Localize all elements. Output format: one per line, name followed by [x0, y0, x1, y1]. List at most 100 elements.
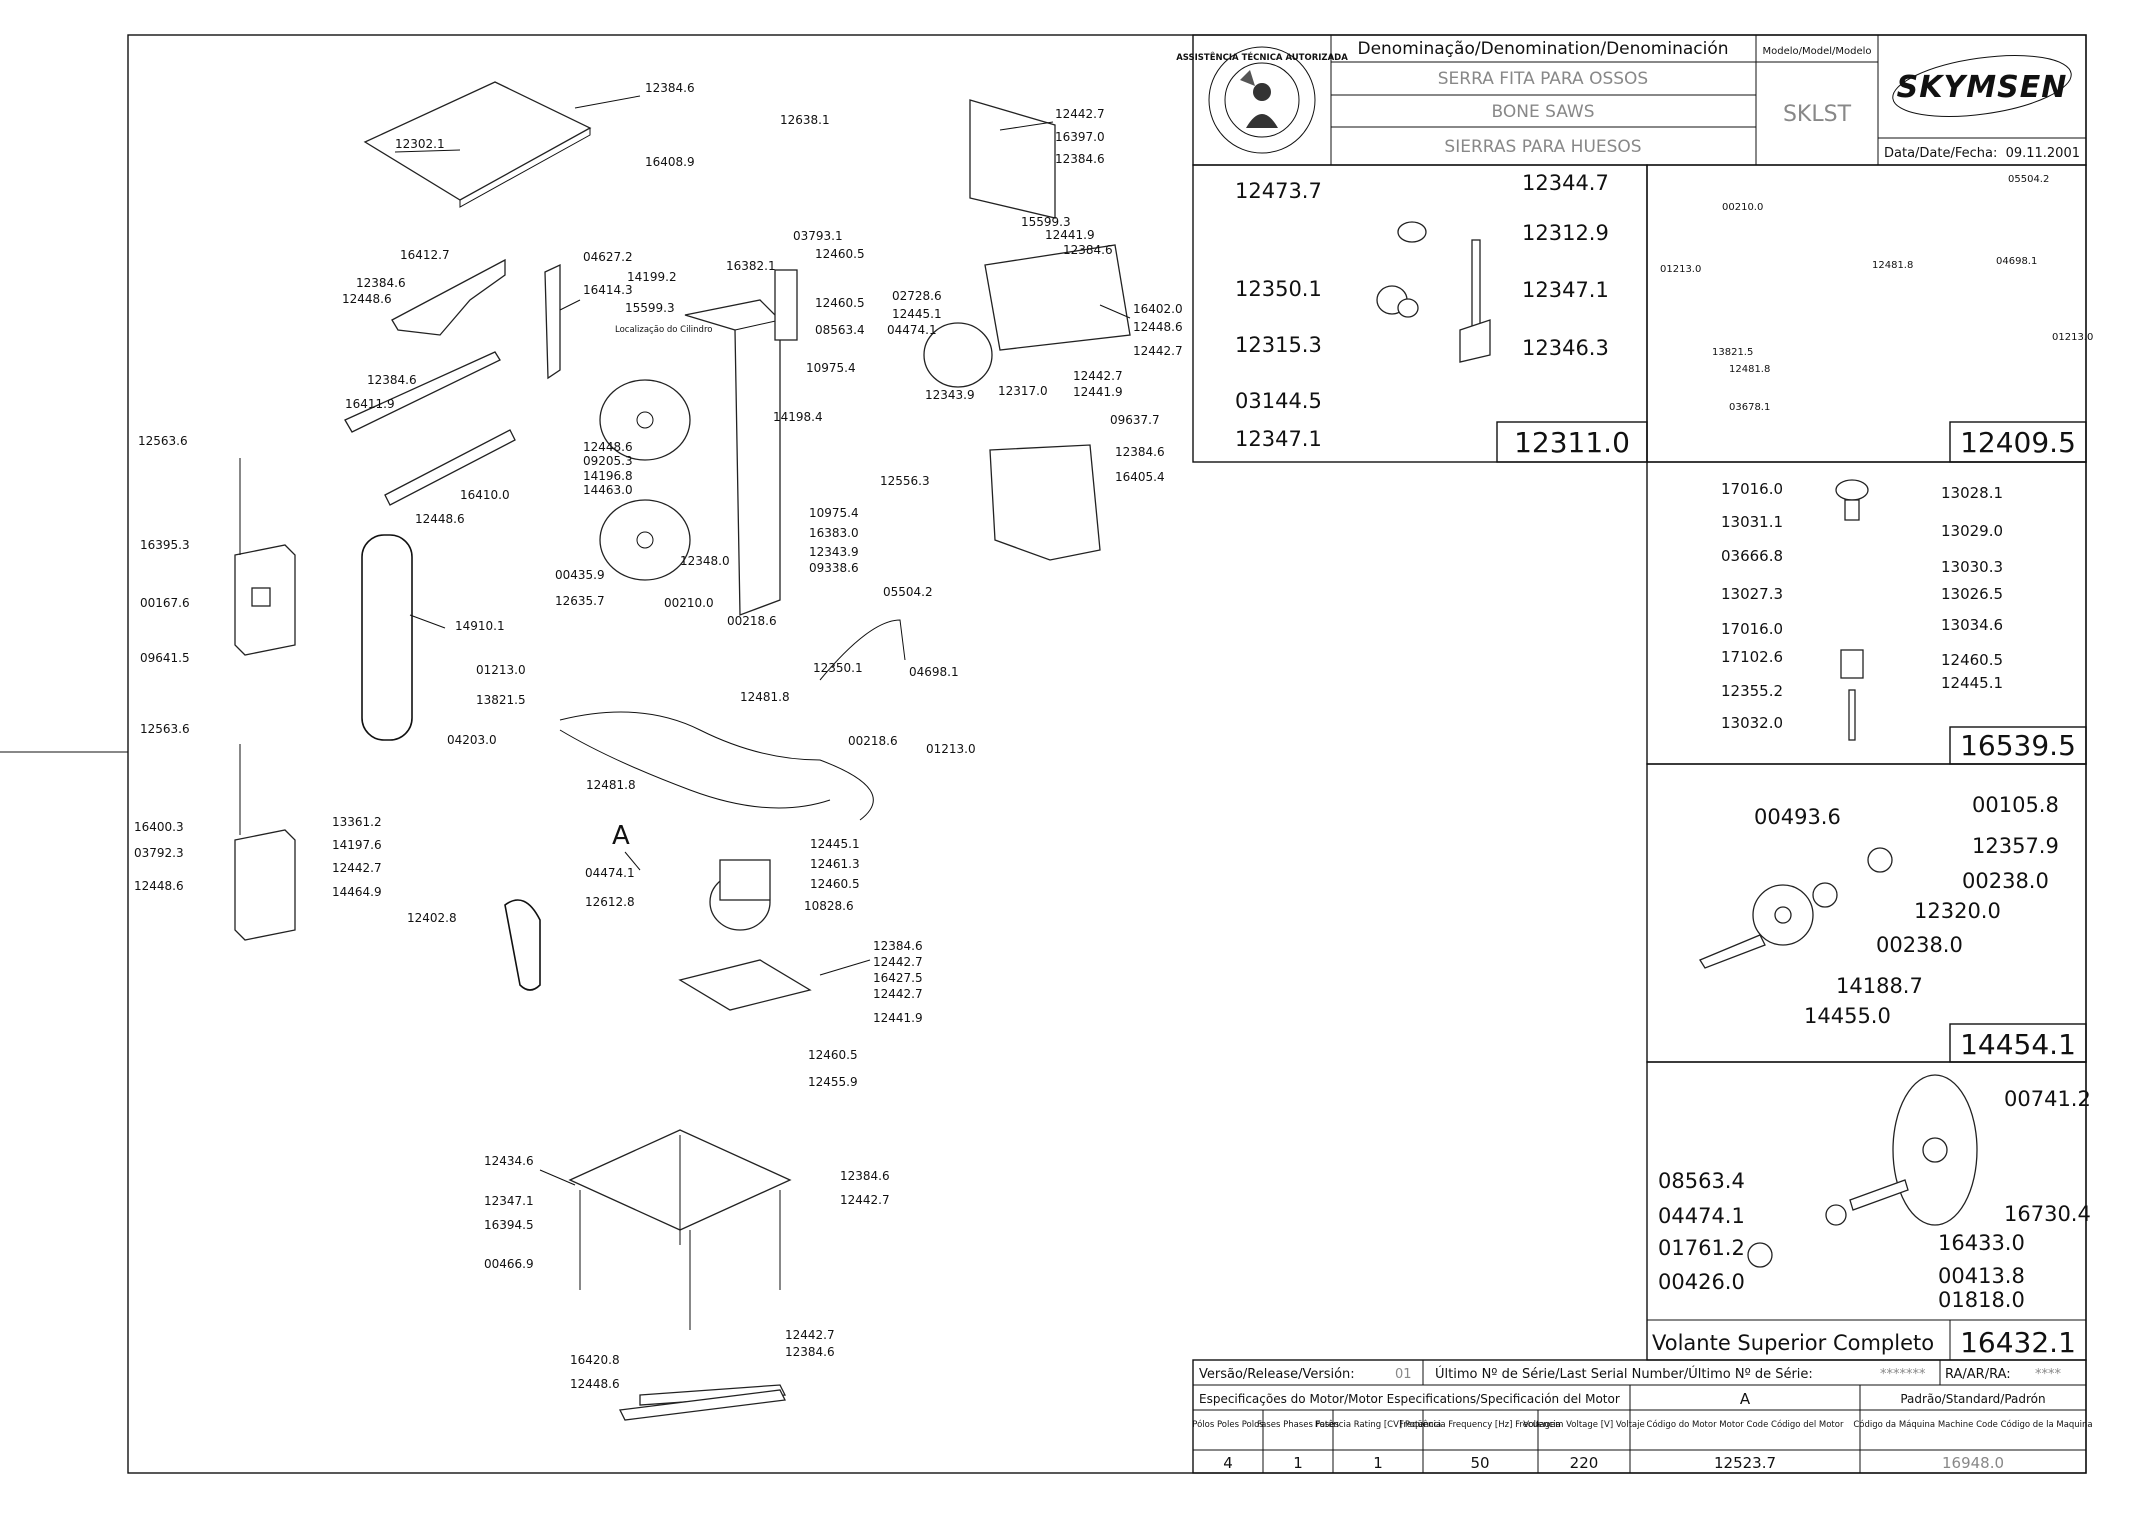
footer-table [1192, 1359, 2087, 1474]
subassembly-16539-callouts: 17016.0 13028.1 13031.1 13029.0 03666.8 … [1721, 480, 2076, 762]
callout: Localização do Cilindro [615, 325, 712, 335]
callout: 00238.0 [1962, 869, 2049, 893]
release-value: 01 [1395, 1367, 1412, 1382]
callout: 04698.1 [1996, 256, 2037, 267]
callout: 16405.4 [1115, 470, 1165, 484]
subassembly-art [1376, 221, 1978, 1268]
callout: 04474.1 [585, 866, 635, 880]
callout: 12442.7 [873, 987, 923, 1001]
subassembly-title: Volante Superior Completo [1652, 1331, 1934, 1355]
callout: 16408.9 [645, 155, 695, 169]
callout: 12384.6 [1115, 445, 1165, 459]
subassembly-code: 14454.1 [1960, 1028, 2076, 1061]
leader-lines [239, 95, 1131, 1186]
callout: 00413.8 [1938, 1264, 2025, 1288]
callout: 09641.5 [140, 651, 190, 665]
callout: 08563.4 [1658, 1169, 1745, 1193]
callout: 13031.1 [1721, 513, 1783, 531]
denomination-header: Denominação/Denomination/Denominación [1357, 39, 1728, 59]
callout: 12461.3 [810, 857, 860, 871]
callout: 12302.1 [395, 137, 445, 151]
callout: 12448.6 [1133, 320, 1183, 334]
ra-label: RA/AR/RA: [1945, 1367, 2011, 1382]
callout: 16394.5 [484, 1218, 534, 1232]
callout: 01761.2 [1658, 1236, 1745, 1260]
callout: 00741.2 [2004, 1087, 2091, 1111]
callout: 00435.9 [555, 568, 605, 582]
callout: 12343.9 [925, 388, 975, 402]
callout: 14463.0 [583, 483, 633, 497]
callout: 00210.0 [664, 596, 714, 610]
callout: 13361.2 [332, 815, 382, 829]
callout: 04474.1 [1658, 1204, 1745, 1228]
callout: 16410.0 [460, 488, 510, 502]
callout: 00218.6 [727, 614, 777, 628]
callout: 12460.5 [810, 877, 860, 891]
brand-name: SKYMSEN [1897, 70, 2068, 105]
callout: 12346.3 [1522, 336, 1609, 360]
col-header-voltage: Voltagem Voltage [V] Voltaje [1523, 1420, 1644, 1430]
callout: 12355.2 [1721, 682, 1783, 700]
callout: 16395.3 [140, 538, 190, 552]
callout: 14910.1 [455, 619, 505, 633]
callout: 00105.8 [1972, 793, 2059, 817]
callout: 01213.0 [926, 742, 976, 756]
callout: 12402.8 [407, 911, 457, 925]
callout: 16397.0 [1055, 130, 1105, 144]
authorized-technical-seal: ASSISTÊNCIA TÉCNICA AUTORIZADA [1176, 46, 1348, 154]
col-header-frequency: Freqüência Frequency [Hz] Frecuencia [1399, 1419, 1561, 1430]
callout: 01213.0 [1660, 264, 1701, 275]
callout: 12347.1 [484, 1194, 534, 1208]
callout: 00210.0 [1722, 202, 1763, 213]
callout: 12460.5 [815, 247, 865, 261]
callout: 12434.6 [484, 1154, 534, 1168]
callout: 12350.1 [813, 661, 863, 675]
callout: 12445.1 [1941, 674, 2003, 692]
callout: 12384.6 [1063, 243, 1113, 257]
callout: 12442.7 [840, 1193, 890, 1207]
callout: 00466.9 [484, 1257, 534, 1271]
subassembly-14454-callouts: 00493.6 00105.8 12357.9 00238.0 12320.0 … [1754, 793, 2076, 1061]
callout: 12442.7 [873, 955, 923, 969]
callout: 10975.4 [806, 361, 856, 375]
callout: 12448.6 [342, 292, 392, 306]
callout: 12442.7 [1055, 107, 1105, 121]
callout: 12317.0 [998, 384, 1048, 398]
callout: 10828.6 [804, 899, 854, 913]
callout: 12442.7 [1133, 344, 1183, 358]
callout: 13028.1 [1941, 484, 2003, 502]
callout: 12563.6 [140, 722, 190, 736]
col-header-poles: Pólos Poles Polos [1192, 1419, 1264, 1430]
name-pt: SERRA FITA PARA OSSOS [1438, 69, 1648, 89]
callout: 12384.6 [367, 373, 417, 387]
callout: 12312.9 [1522, 221, 1609, 245]
motor-col-a: A [1740, 1390, 1751, 1408]
callout: 12357.9 [1972, 834, 2059, 858]
col-value-poles: 4 [1223, 1454, 1233, 1472]
callout: 14198.4 [773, 410, 823, 424]
subassembly-code: 12409.5 [1960, 426, 2076, 459]
callout: 12556.3 [880, 474, 930, 488]
col-value-motor-code: 12523.7 [1714, 1454, 1776, 1472]
callout: 12448.6 [583, 440, 633, 454]
callout: 12460.5 [808, 1048, 858, 1062]
callout: 13027.3 [1721, 585, 1783, 603]
callout: 14188.7 [1836, 974, 1923, 998]
callout: 12460.5 [815, 296, 865, 310]
serial-value: ******* [1880, 1367, 1926, 1382]
callout: 12612.8 [585, 895, 635, 909]
callout: 10975.4 [809, 506, 859, 520]
callout: 04698.1 [909, 665, 959, 679]
col-value-machine-code: 16948.0 [1942, 1454, 2004, 1472]
callout: 16382.1 [726, 259, 776, 273]
date-value: 09.11.2001 [2006, 146, 2080, 161]
callout: 12343.9 [809, 545, 859, 559]
ra-value: **** [2035, 1367, 2062, 1382]
callout: 12481.8 [1729, 364, 1770, 375]
main-exploded-view [234, 81, 1131, 1421]
callout: 17016.0 [1721, 620, 1783, 638]
name-en: BONE SAWS [1491, 102, 1594, 122]
callout: 16420.8 [570, 1353, 620, 1367]
callout: 00238.0 [1876, 933, 1963, 957]
